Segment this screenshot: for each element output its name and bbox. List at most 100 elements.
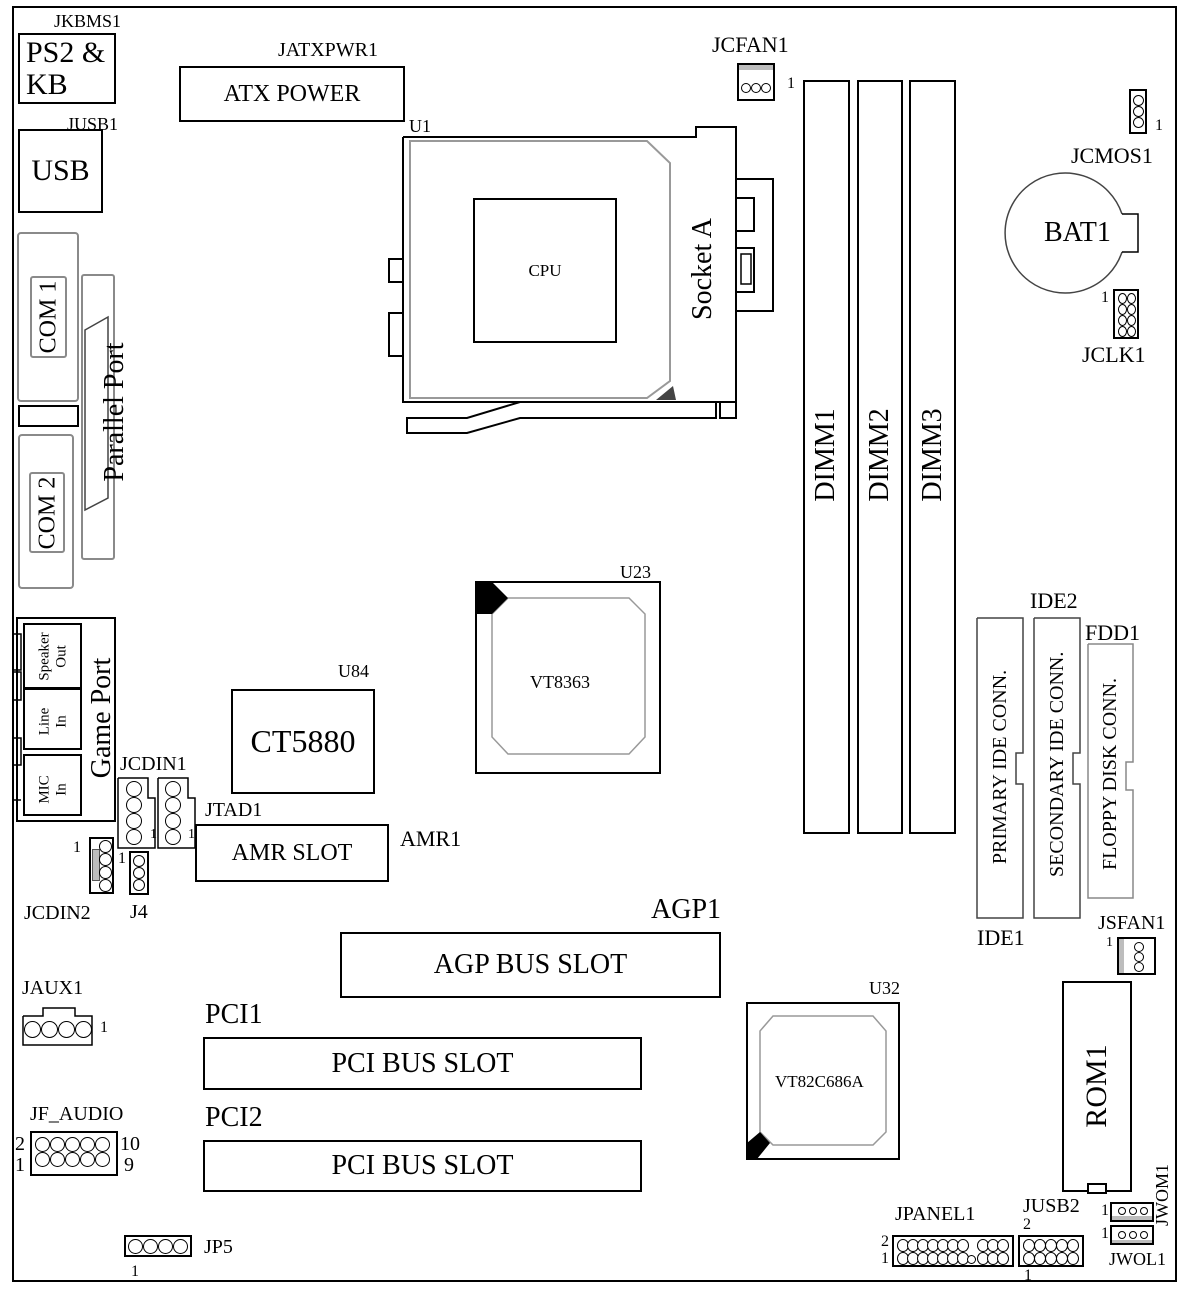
- jcdin1-header-b[interactable]: [165, 781, 181, 845]
- ide1-ref: IDE1: [977, 925, 1025, 950]
- audio-chip-ct5880[interactable]: CT5880: [231, 689, 375, 794]
- jwol1-ref: JWOL1: [1109, 1249, 1166, 1269]
- jcdin2-header[interactable]: [89, 837, 114, 894]
- mic-in-jack[interactable]: [23, 754, 82, 816]
- amr-slot[interactable]: AMR SLOT: [195, 824, 389, 882]
- com1-port[interactable]: [17, 232, 79, 402]
- jsfan1-ref: JSFAN1: [1098, 912, 1166, 934]
- jcfan1-ref: JCFAN1: [712, 32, 789, 57]
- com2-inner: COM 2: [29, 472, 65, 553]
- dimm1-slot[interactable]: [803, 80, 850, 834]
- bios-rom[interactable]: [1062, 981, 1132, 1192]
- usb-label: USB: [31, 154, 90, 187]
- jusb1-ref: JUSB1: [67, 114, 119, 134]
- ps2-kb-label-1: PS2 &: [26, 36, 106, 69]
- jp5-header[interactable]: [124, 1235, 192, 1257]
- usb2-header[interactable]: [1018, 1235, 1084, 1267]
- jcfan1-pin1: 1: [787, 75, 795, 92]
- socket-pin1-marker: [656, 386, 676, 400]
- front-audio-header[interactable]: [30, 1131, 118, 1176]
- j4-header[interactable]: [129, 851, 149, 895]
- ps2-kb-connector[interactable]: PS2 & KB: [18, 33, 116, 104]
- parallel-port[interactable]: [81, 274, 115, 560]
- jkbms1-ref: JKBMS1: [54, 11, 122, 31]
- jpanel1-pin2: 2: [881, 1233, 889, 1250]
- jp5-ref: JP5: [204, 1236, 233, 1258]
- atx-power-connector[interactable]: ATX POWER: [179, 66, 405, 122]
- pci2-slot[interactable]: PCI BUS SLOT: [203, 1140, 642, 1192]
- jwom1-latch: [1112, 1216, 1152, 1220]
- j4-ref: J4: [130, 901, 148, 923]
- amr1-ref: AMR1: [400, 826, 462, 851]
- jcdin1-ref: JCDIN1: [120, 753, 187, 775]
- u1-ref: U1: [409, 116, 431, 136]
- battery-label: BAT1: [1044, 217, 1111, 248]
- jp5-pin1: 1: [131, 1263, 139, 1280]
- cpu-fan-header[interactable]: [737, 63, 775, 101]
- jusb2-pin1: 1: [1024, 1267, 1032, 1284]
- jcmos1-ref: JCMOS1: [1071, 143, 1153, 168]
- northbridge-pin1-marker: [476, 582, 508, 614]
- wake-on-lan-header[interactable]: [1110, 1225, 1154, 1245]
- port-divider: [18, 405, 79, 427]
- pci1-slot-label: PCI BUS SLOT: [331, 1047, 514, 1079]
- jcdin1-header-a[interactable]: [126, 781, 142, 845]
- atx-power-label: ATX POWER: [223, 80, 361, 107]
- jwol1-latch: [1112, 1240, 1152, 1243]
- wake-on-modem-header[interactable]: [1110, 1202, 1154, 1222]
- ide2-ref: IDE2: [1030, 588, 1078, 613]
- dimm2-slot[interactable]: [857, 80, 903, 834]
- pci1-ref: PCI1: [205, 999, 263, 1030]
- agp1-ref: AGP1: [651, 894, 722, 925]
- jcdin2-ref: JCDIN2: [24, 902, 91, 924]
- jpanel1-pin1: 1: [881, 1250, 889, 1267]
- jpanel1-ref: JPANEL1: [895, 1203, 976, 1225]
- pci1-slot[interactable]: PCI BUS SLOT: [203, 1037, 642, 1090]
- rom-notch: [1087, 1183, 1107, 1194]
- agp-slot-label: AGP BUS SLOT: [433, 949, 628, 980]
- com1-inner: COM 1: [30, 276, 67, 358]
- cpu[interactable]: CPU: [473, 198, 617, 343]
- jwom1-pin1: 1: [1101, 1202, 1109, 1219]
- line-in-jack[interactable]: [23, 688, 82, 750]
- jaux1-header[interactable]: [24, 1021, 92, 1038]
- speaker-out-jack[interactable]: [23, 623, 82, 689]
- jatxpwr1-ref: JATXPWR1: [278, 39, 379, 61]
- system-fan-header[interactable]: [1117, 937, 1156, 975]
- agp-slot[interactable]: AGP BUS SLOT: [340, 932, 721, 998]
- socket-lever: [406, 401, 717, 434]
- fdd1-ref: FDD1: [1085, 620, 1141, 645]
- jwom1-ref: JWOM1: [1152, 1164, 1172, 1226]
- rom1-label: ROM1: [1080, 1044, 1113, 1128]
- com2-port[interactable]: [18, 434, 74, 589]
- u32-ref: U32: [869, 978, 900, 998]
- dimm3-slot[interactable]: [909, 80, 956, 834]
- jcmos1-pin1: 1: [1155, 117, 1163, 134]
- jaux1-pin1: 1: [100, 1019, 108, 1036]
- fan-header-pins: [741, 80, 771, 98]
- vt8363-label: VT8363: [530, 672, 590, 692]
- jusb2-ref: JUSB2: [1023, 1195, 1080, 1217]
- jcdin2-pin1: 1: [73, 839, 81, 856]
- jf-audio-pin2: 2: [15, 1133, 25, 1155]
- front-panel-header[interactable]: [892, 1235, 1014, 1267]
- pci2-slot-label: PCI BUS SLOT: [331, 1150, 514, 1181]
- jclk1-ref: JCLK1: [1082, 342, 1146, 367]
- jf-audio-pin10: 10: [120, 1133, 140, 1155]
- jcdin1-pin1-a: 1: [150, 827, 157, 842]
- jusb2-pin2: 2: [1023, 1216, 1031, 1233]
- cpu-label: CPU: [528, 260, 562, 280]
- clear-cmos-jumper[interactable]: [1129, 89, 1147, 134]
- usb-connector[interactable]: USB: [18, 129, 103, 213]
- u23-ref: U23: [620, 562, 651, 582]
- vt82c686a-label: VT82C686A: [775, 1072, 864, 1091]
- ct5880-label: CT5880: [250, 723, 356, 759]
- clock-jumper[interactable]: [1113, 289, 1139, 339]
